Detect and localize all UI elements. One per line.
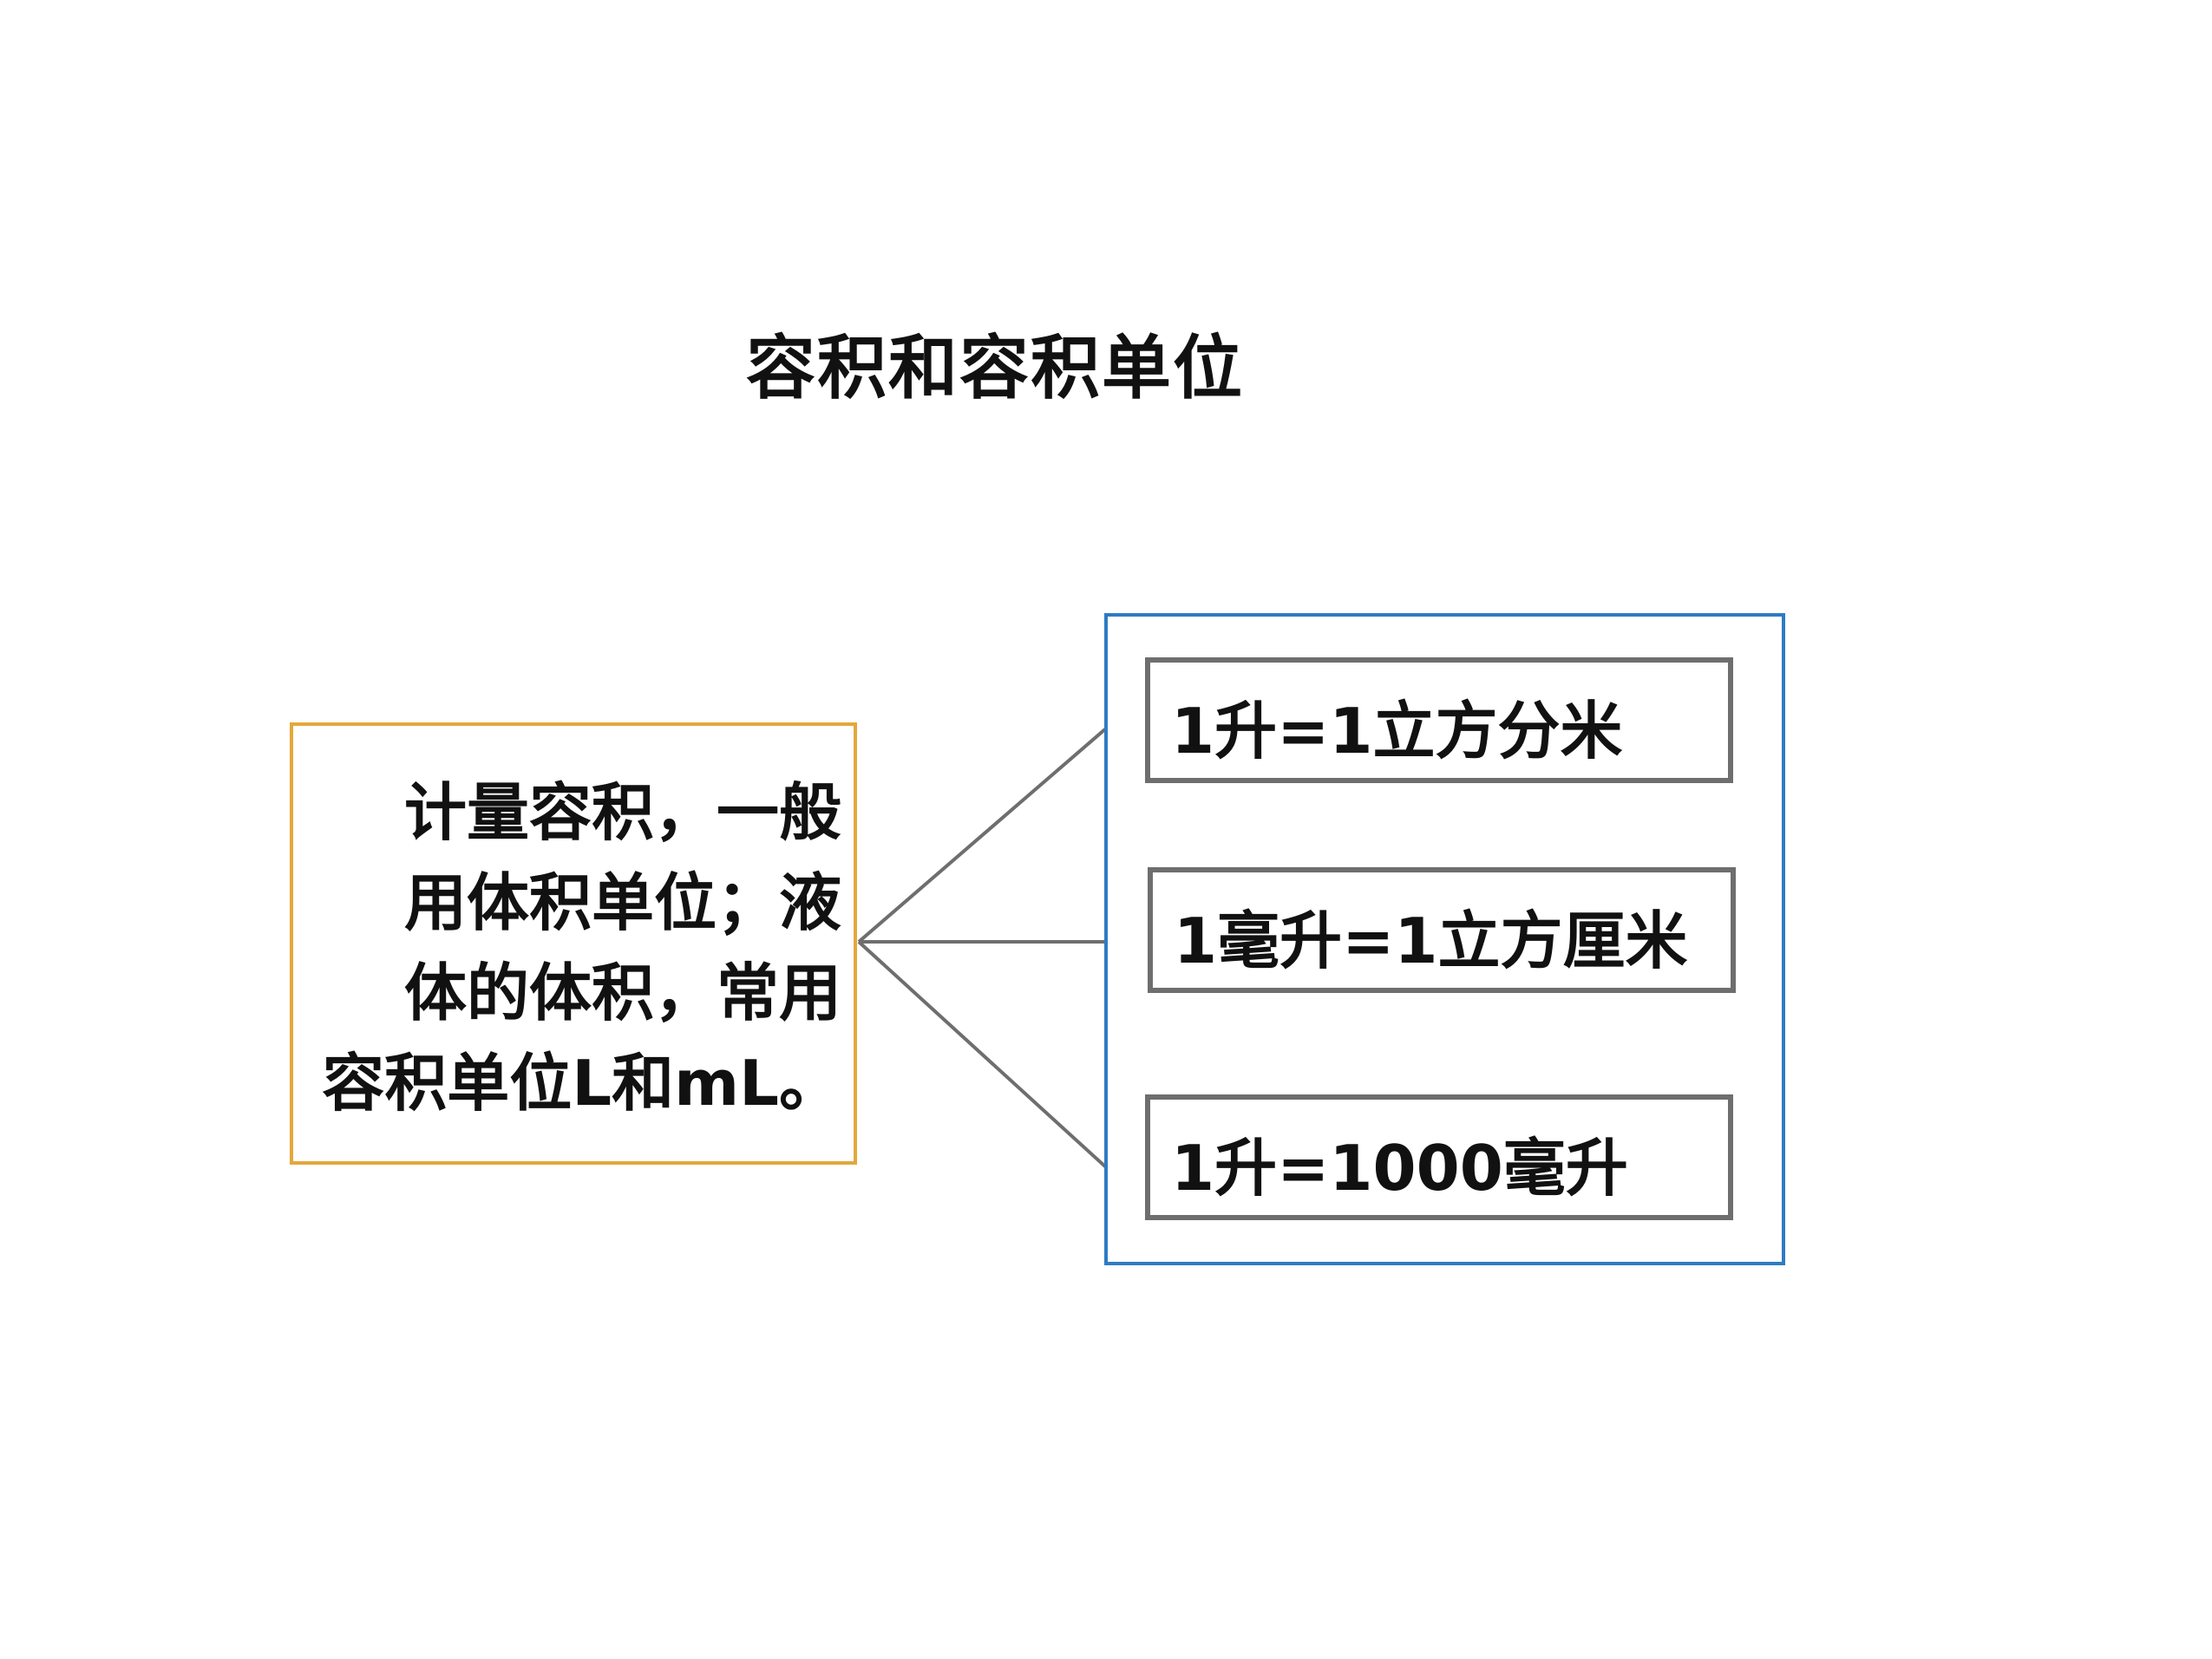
unit-conversion-box: 1升=1000毫升 [1145,1094,1733,1220]
definition-line: 体的体积，常用 [403,957,841,1029]
definition-line: 计量容积，一般 [403,776,841,849]
unit-conversion-box: 1毫升=1立方厘米 [1148,867,1736,993]
definition-box: 计量容积，一般 用体积单位；液 体的体积，常用 容积单位L和mL。 [290,722,857,1165]
definition-line: 用体积单位；液 [403,866,841,939]
diagram-title: 容积和容积单位 [746,328,1244,408]
connector-line-bottom [857,940,1108,1169]
definition-line: 容积单位L和mL。 [322,1047,841,1120]
unit-conversion-text: 1毫升=1立方厘米 [1174,905,1688,977]
unit-conversion-box: 1升=1立方分米 [1145,657,1733,783]
unit-conversion-text: 1升=1000毫升 [1171,1132,1628,1205]
unit-conversion-text: 1升=1立方分米 [1171,695,1623,767]
definition-text: 计量容积，一般 用体积单位；液 体的体积，常用 容积单位L和mL。 [321,767,841,1128]
connector-line-top [857,727,1108,944]
